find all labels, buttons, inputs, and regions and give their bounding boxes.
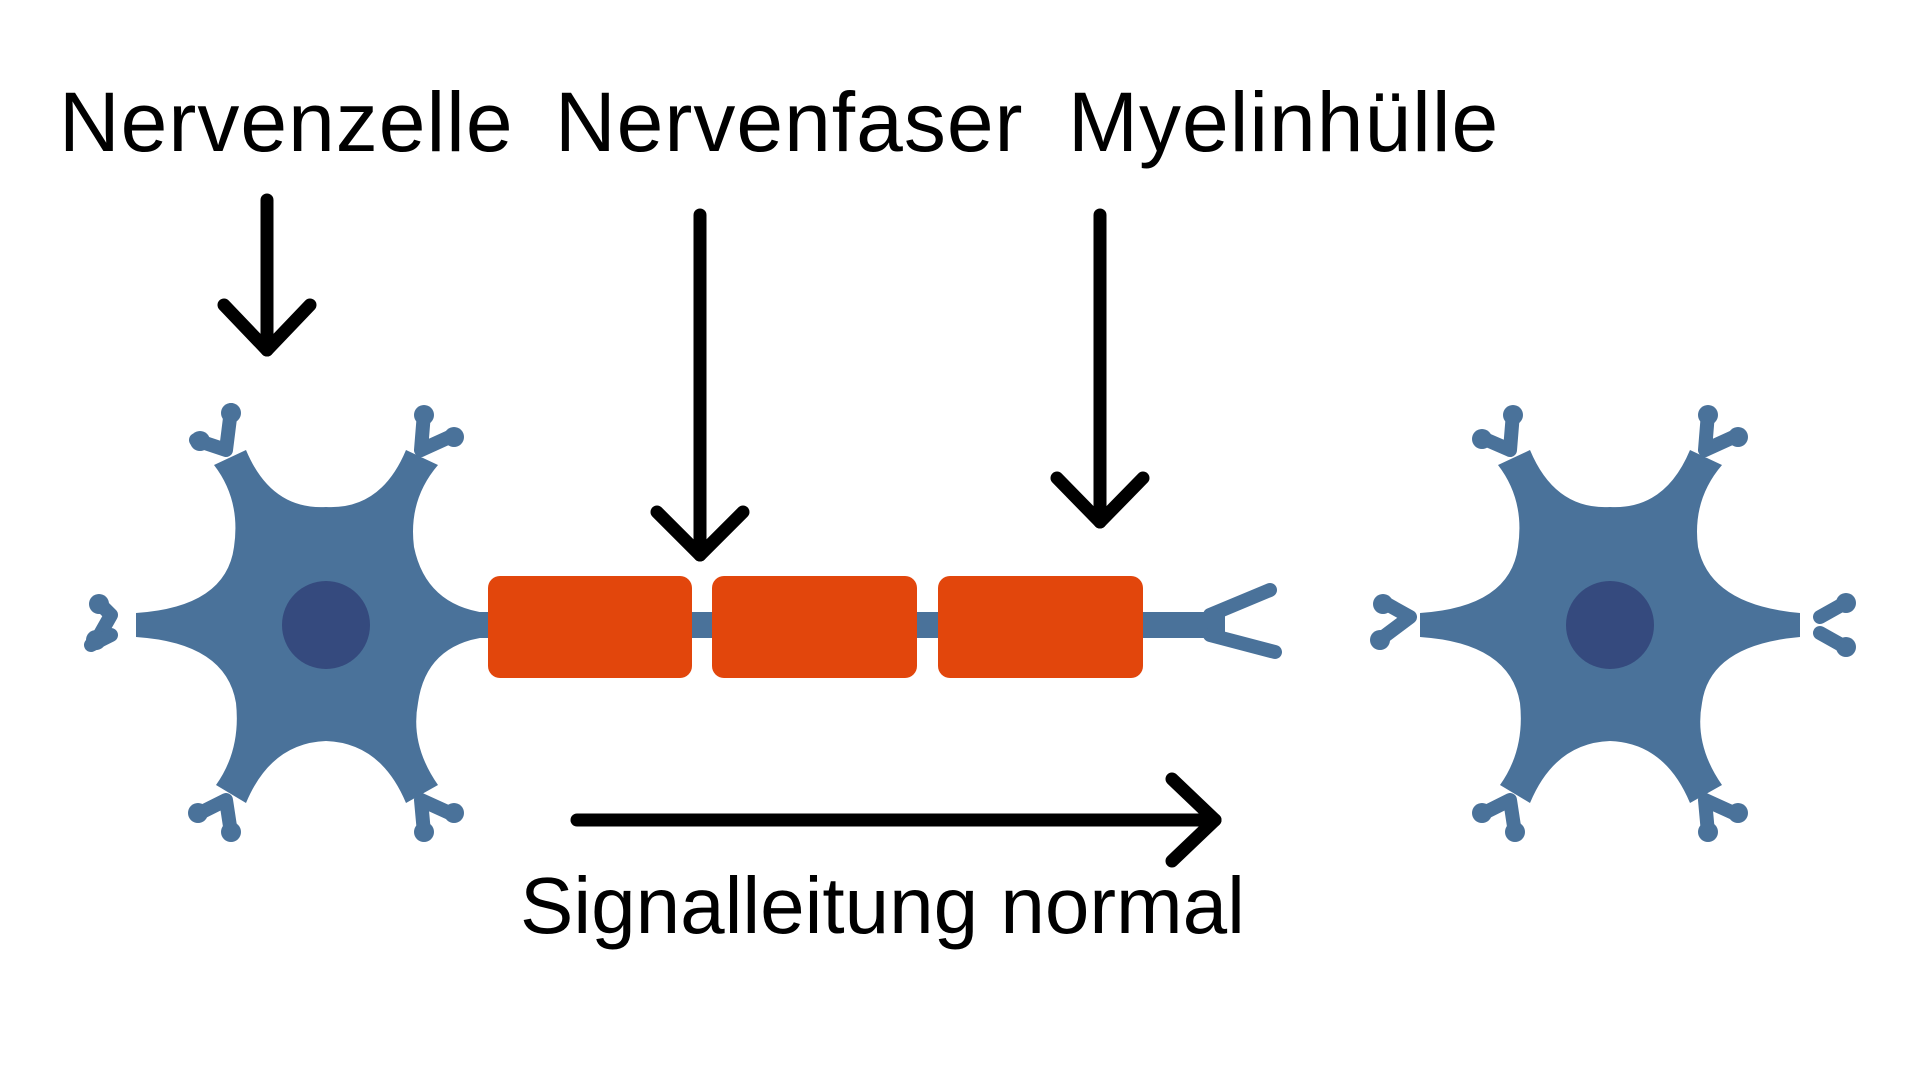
neuron-right — [1370, 405, 1856, 842]
arrow-down-icon — [1050, 208, 1150, 529]
myelin-segment — [712, 576, 917, 678]
label-myelin-sheath: Myelinhülle — [1068, 75, 1500, 169]
arrow-down-icon — [650, 208, 750, 562]
arrow-right-icon — [570, 772, 1222, 868]
label-signal-conduction: Signalleitung normal — [520, 861, 1245, 950]
dendrite-tips — [86, 403, 464, 842]
myelin-sheath-group — [488, 576, 1143, 678]
dendrite-tips — [1370, 405, 1856, 842]
nucleus — [1566, 581, 1654, 669]
myelin-segment — [488, 576, 692, 678]
myelin-segment — [938, 576, 1143, 678]
label-nerve-cell: Nervenzelle — [59, 75, 514, 169]
label-nerve-fiber: Nervenfaser — [555, 75, 1024, 169]
arrow-down-icon — [217, 193, 317, 357]
neuron-left — [84, 403, 486, 842]
axon-terminal — [1203, 583, 1282, 659]
nucleus — [282, 581, 370, 669]
